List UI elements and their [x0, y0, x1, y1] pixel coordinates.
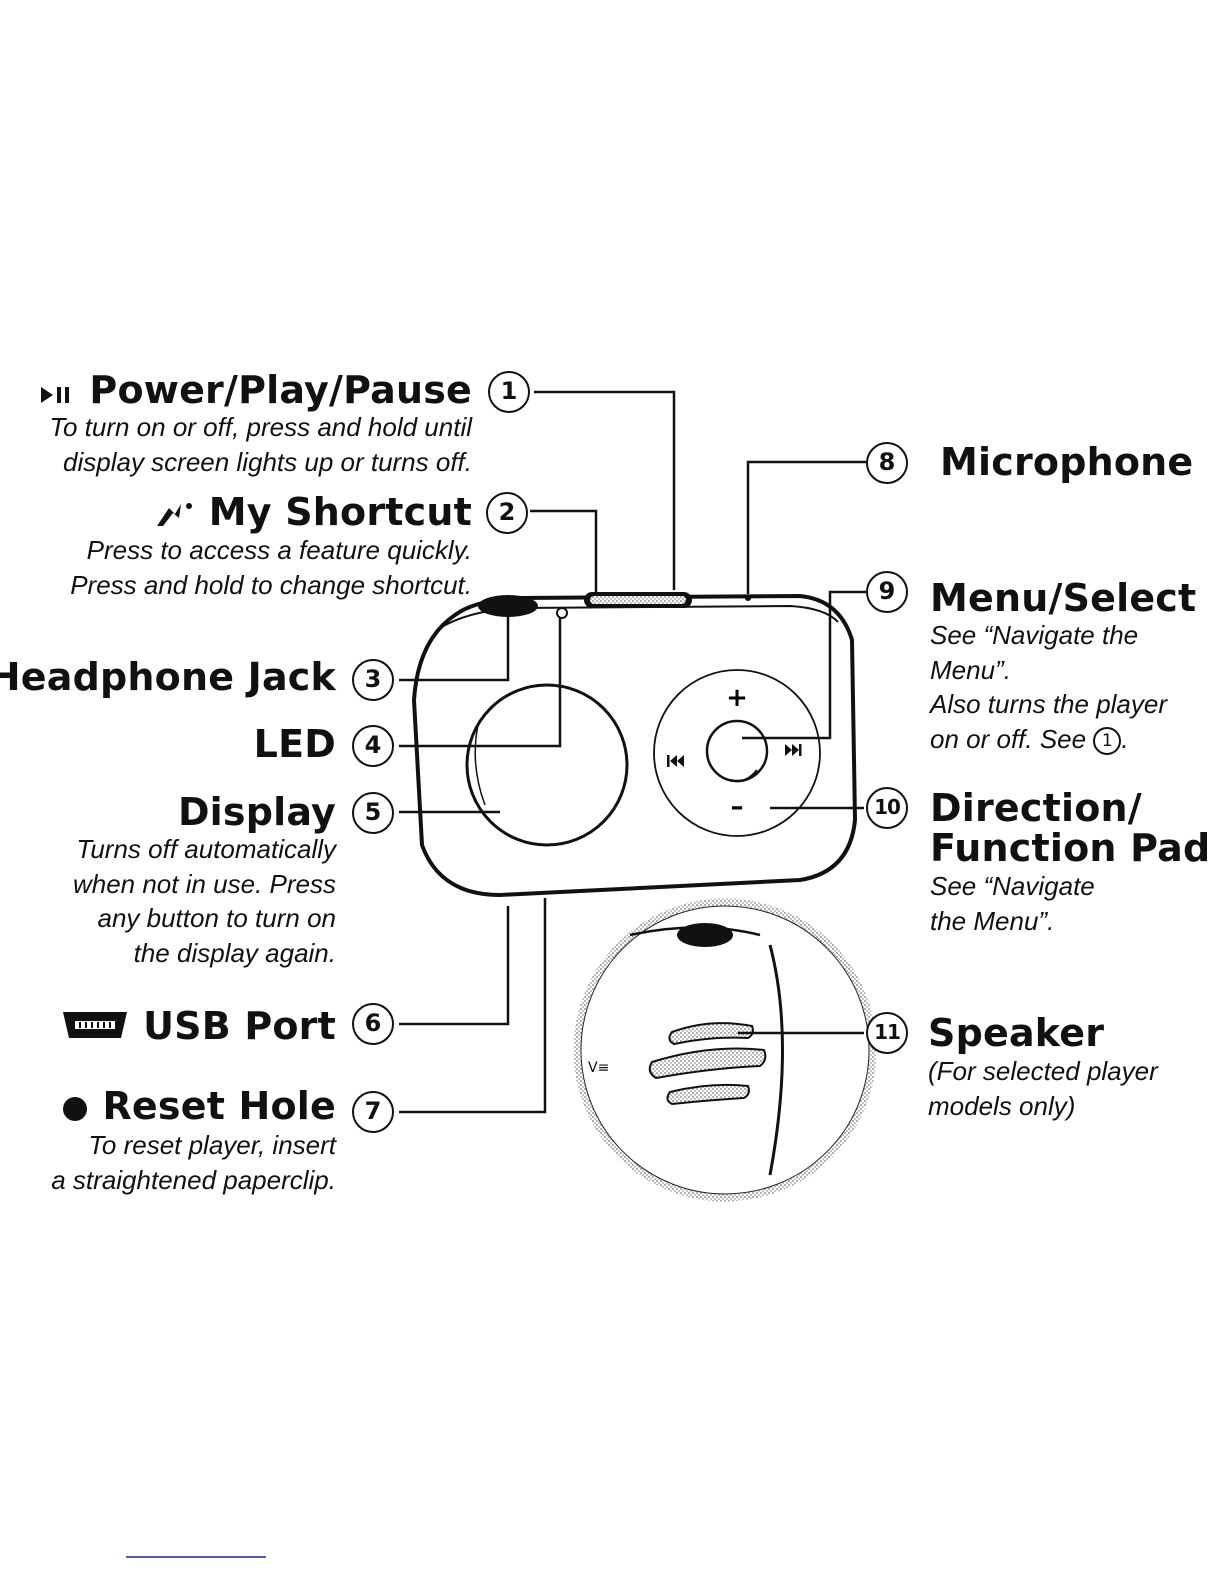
- pad-minus-symbol: –: [731, 792, 744, 822]
- callout-number-6: 6: [352, 1003, 394, 1045]
- callout-number-9: 9: [866, 571, 908, 613]
- leader-usb: [399, 906, 510, 1026]
- callout-number-3: 3: [352, 659, 394, 701]
- power-title: Power/Play/Pause: [89, 368, 472, 412]
- leader-led: [399, 618, 562, 748]
- callout-number-7: 7: [352, 1091, 394, 1133]
- shortcut-icon: [153, 495, 195, 535]
- speaker-description: (For selected player models only): [928, 1056, 1158, 1121]
- speaker-label: Speaker: [928, 1011, 1105, 1055]
- headphone-jack-label: Headphone Jack: [0, 655, 336, 699]
- callout-number-2: 2: [486, 492, 528, 534]
- menu-select-label: Menu/Select: [930, 576, 1197, 620]
- display-screen: [465, 683, 629, 847]
- leader-power: [534, 390, 676, 590]
- reset-hole-title: Reset Hole: [102, 1084, 336, 1128]
- reset-hole-description: To reset player, insert a straightened p…: [51, 1130, 336, 1195]
- dot-icon: [62, 1089, 88, 1129]
- display-description: Turns off automatically when not in use.…: [72, 834, 336, 968]
- led-light: [556, 607, 568, 619]
- previous-track-icon: [667, 755, 684, 767]
- reset-hole-label: Reset Hole: [62, 1086, 336, 1129]
- leader-microphone: [746, 460, 866, 594]
- display-label: Display: [177, 790, 336, 834]
- leader-menu: [742, 590, 866, 740]
- play-pause-icon: [39, 373, 75, 413]
- usb-port-label: USB Port: [61, 1006, 336, 1049]
- leader-headphone: [399, 612, 510, 682]
- usb-port-title: USB Port: [143, 1004, 336, 1048]
- callout-number-1: 1: [488, 371, 530, 413]
- led-label: LED: [253, 722, 336, 766]
- shortcut-title: My Shortcut: [208, 490, 472, 534]
- usb-icon: [61, 1008, 129, 1049]
- power-button: [478, 595, 538, 617]
- direction-pad-label: Direction/ Function Pad: [930, 786, 1211, 870]
- footer-rule: [126, 1556, 266, 1558]
- leader-shortcut: [530, 509, 598, 592]
- menu-select-description: See “Navigate the Menu”. Also turns the …: [930, 620, 1168, 755]
- power-label: Power/Play/Pause: [39, 370, 472, 413]
- leader-reset: [399, 898, 547, 1114]
- menu-select-button: [705, 719, 769, 783]
- callout-number-8: 8: [866, 442, 908, 484]
- shortcut-description: Press to access a feature quickly. Press…: [70, 535, 472, 600]
- callout-number-4: 4: [352, 725, 394, 767]
- direction-pad-description: See “Navigate the Menu”.: [930, 871, 1095, 936]
- microphone-label: Microphone: [940, 440, 1194, 484]
- ref-number-1: 1: [1093, 726, 1122, 755]
- callout-number-11: 11: [866, 1012, 908, 1054]
- svg-text:V≡: V≡: [588, 1060, 609, 1076]
- speaker-grille: [668, 1022, 754, 1046]
- power-description: To turn on or off, press and hold until …: [49, 412, 472, 477]
- microphone-hole: [745, 595, 751, 601]
- callout-number-5: 5: [352, 792, 394, 834]
- shortcut-label: My Shortcut: [153, 492, 472, 535]
- callout-number-10: 10: [866, 787, 908, 829]
- pad-plus-symbol: +: [726, 683, 748, 713]
- next-track-icon: [785, 744, 802, 756]
